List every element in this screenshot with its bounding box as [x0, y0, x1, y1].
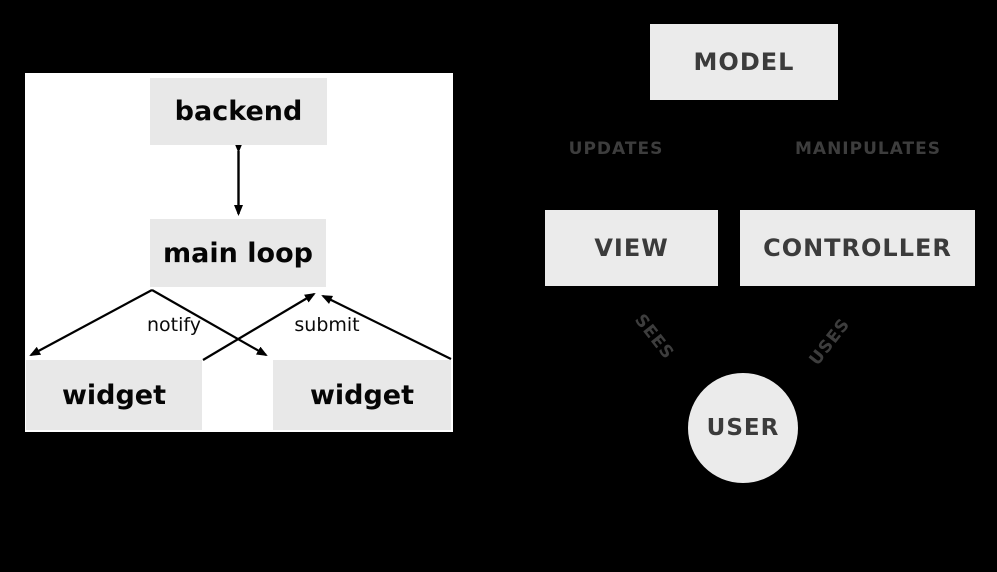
notify-arrow-left-widget — [29, 289, 153, 356]
backend-node: backend — [150, 78, 327, 145]
user-node: USER — [688, 373, 798, 483]
updates-edge-label: UPDATES — [568, 139, 664, 159]
uses-edge-label: USES — [805, 314, 855, 370]
widget-left-node: widget — [26, 360, 202, 430]
submit-arrow-from-left-widget — [202, 292, 316, 361]
notify-arrow-right-widget — [151, 289, 268, 356]
notify-edge-label: notify — [147, 314, 201, 336]
main-loop-node: main loop — [150, 219, 326, 287]
submit-edge-label: submit — [294, 314, 360, 336]
manipulates-edge-label: MANIPULATES — [794, 139, 942, 159]
sees-edge-label: SEES — [630, 310, 678, 364]
gui-event-loop-panel: backend main loop widget widget notify s… — [25, 73, 453, 432]
model-node: MODEL — [650, 24, 838, 100]
widget-right-node: widget — [273, 360, 451, 430]
controller-node: CONTROLLER — [740, 210, 975, 286]
gui-arrows-layer — [29, 142, 452, 361]
submit-arrow-from-right-widget — [321, 295, 452, 360]
view-node: VIEW — [545, 210, 718, 286]
